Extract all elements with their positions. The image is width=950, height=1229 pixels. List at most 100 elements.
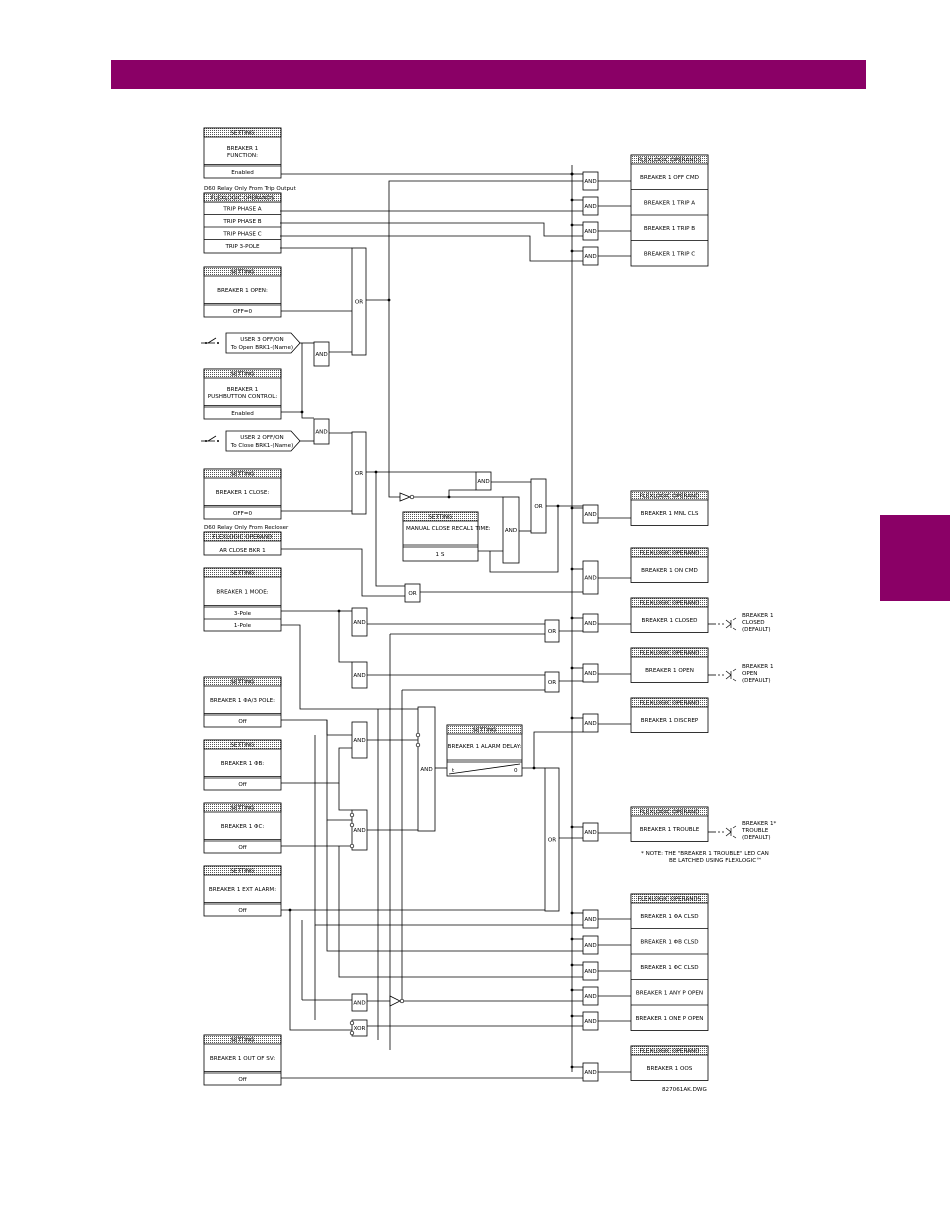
or-on-cmd-gate xyxy=(404,583,421,603)
junction-dot xyxy=(570,198,574,202)
out-on-cmd-header xyxy=(630,547,709,558)
out-trouble-header xyxy=(630,806,709,817)
and-out-trouble-gate xyxy=(582,822,599,842)
user-key-user3-line1: USER 3 OFF/ON xyxy=(240,337,284,343)
trip-inputs-note: D60 Relay Only From Trip Output xyxy=(204,186,297,192)
and-out-c-clsd-gate-label: AND xyxy=(584,969,596,975)
setting-out_of_sv-header-text: SETTING xyxy=(231,1038,255,1044)
and-out-c-clsd-gate xyxy=(582,961,599,981)
timer-right-label: 0 xyxy=(514,768,518,774)
out-closed-header-text: FLEXLOGIC OPERAND xyxy=(640,601,700,607)
and-any-p-gate-label: AND xyxy=(353,1001,365,1007)
junction-dot xyxy=(288,908,292,912)
wire xyxy=(326,820,583,952)
drawing-number: 827061AK.DWG xyxy=(662,1087,707,1093)
out-closed-header xyxy=(630,597,709,608)
out-trouble-row-0: BREAKER 1 TROUBLE xyxy=(640,827,700,833)
out-mnl-cls-row-0: BREAKER 1 MNL CLS xyxy=(641,511,699,517)
led-open-text-1: OPEN xyxy=(742,671,758,677)
wire xyxy=(280,222,583,237)
and-out-any-p-gate-label: AND xyxy=(584,994,596,1000)
wire xyxy=(280,624,418,710)
out-trip-group-row-3: BREAKER 1 TRIP C xyxy=(644,251,695,257)
setting-alarm-delay-header xyxy=(446,724,523,735)
timer-ramp xyxy=(448,763,521,775)
setting-function-header xyxy=(203,127,282,138)
junction-dot xyxy=(387,298,391,302)
wire xyxy=(522,731,583,769)
reclose-input-header-text: FLEXLOGIC OPERAND xyxy=(213,535,273,541)
inverter-bubble xyxy=(409,494,415,500)
setting-b-header-text: SETTING xyxy=(231,743,255,749)
setting-a3pole-value-0: Off xyxy=(238,719,246,725)
junction-dot xyxy=(570,963,574,967)
reclose-input-item: AR CLOSE BKR 1 xyxy=(219,548,266,554)
and-any-p-gate xyxy=(351,993,368,1012)
or-closed-gate xyxy=(544,619,560,643)
or-open-gate-2-label: OR xyxy=(548,680,556,686)
or-trouble-gate-label: OR xyxy=(548,838,556,844)
setting-c-name: BREAKER 1 ΦC: xyxy=(221,824,265,830)
and-out-any-p-gate xyxy=(582,986,599,1006)
junction-dot xyxy=(570,249,574,253)
junction-dot xyxy=(374,470,378,474)
trouble-note-line1: * NOTE: THE "BREAKER 1 TROUBLE" LED CAN xyxy=(641,851,769,857)
and-out-open-gate-label: AND xyxy=(584,671,596,677)
setting-ext_alarm-name: BREAKER 1 EXT ALARM: xyxy=(209,887,276,893)
led-closed-text-2: (DEFAULT) xyxy=(742,627,771,633)
and-out-b-clsd-gate-label: AND xyxy=(584,943,596,949)
setting-b-header xyxy=(203,739,282,750)
out-oos-header xyxy=(630,1045,709,1056)
setting-open-name: BREAKER 1 OPEN: xyxy=(217,288,268,294)
and-out-trip-c-gate xyxy=(582,246,599,266)
junction-dot xyxy=(570,937,574,941)
inverter-bubble xyxy=(415,732,421,738)
junction-dot xyxy=(570,616,574,620)
setting-ext_alarm-header-text: SETTING xyxy=(231,869,255,875)
junction-dot xyxy=(337,609,341,613)
trip-input-0: TRIP PHASE A xyxy=(222,207,261,213)
user-key-user3-switch-icon xyxy=(207,337,217,344)
junction-dot xyxy=(570,988,574,992)
and-close-latch-gate xyxy=(475,471,492,491)
wire xyxy=(280,235,583,262)
out-closed-row-0: BREAKER 1 CLOSED xyxy=(642,618,698,624)
setting-pushbutton-value-0: Enabled xyxy=(231,411,254,417)
and-out-open-gate xyxy=(582,663,599,683)
wire xyxy=(448,489,476,497)
out-discrep-row-0: BREAKER 1 DISCREP xyxy=(641,718,699,724)
and-out-trouble-gate-label: AND xyxy=(584,830,596,836)
setting-a3pole-header xyxy=(203,676,282,687)
out-trip-group-row-2: BREAKER 1 TRIP B xyxy=(644,226,695,232)
setting-function-value-0: Enabled xyxy=(231,170,254,176)
junction-dot xyxy=(570,172,574,176)
setting-mode xyxy=(203,567,282,632)
out-pole-group-row-1: BREAKER 1 ΦB CLSD xyxy=(640,939,698,945)
junction-dot xyxy=(570,666,574,670)
out-mnl-cls-header xyxy=(630,490,709,501)
setting-mode-name: BREAKER 1 MODE: xyxy=(216,589,268,595)
setting-alarm-delay-header-text: SETTING xyxy=(473,728,497,734)
and-out-closed-gate xyxy=(582,613,599,633)
out-pole-group-header-text: FLEXLOGIC OPERANDS xyxy=(638,897,702,903)
trip-input-3: TRIP 3-POLE xyxy=(224,244,260,250)
wire xyxy=(365,180,583,301)
out-pole-group-row-2: BREAKER 1 ΦC CLSD xyxy=(640,965,698,971)
and-discrep-gate-label: AND xyxy=(420,767,432,773)
user-key-user2-line2: To Close BRK1-(Name) xyxy=(230,443,294,449)
out-on-cmd-header-text: FLEXLOGIC OPERAND xyxy=(640,551,700,557)
led-trouble-text-0: BREAKER 1* xyxy=(742,821,777,827)
xor-one-p-gate-label: XOR xyxy=(354,1026,366,1032)
or-closed-gate-label: OR xyxy=(548,629,556,635)
and-out-trip-c-gate-label: AND xyxy=(584,254,596,260)
led-open-icon xyxy=(725,670,732,680)
inverter-bubble xyxy=(349,1020,355,1026)
or-open-gate xyxy=(351,247,367,356)
setting-c-header-text: SETTING xyxy=(231,806,255,812)
out-oos-row-0: BREAKER 1 OOS xyxy=(647,1066,693,1072)
and-recal-gate-label: AND xyxy=(505,528,517,534)
setting-out_of_sv-header xyxy=(203,1034,282,1045)
and-user2-gate xyxy=(313,418,330,445)
